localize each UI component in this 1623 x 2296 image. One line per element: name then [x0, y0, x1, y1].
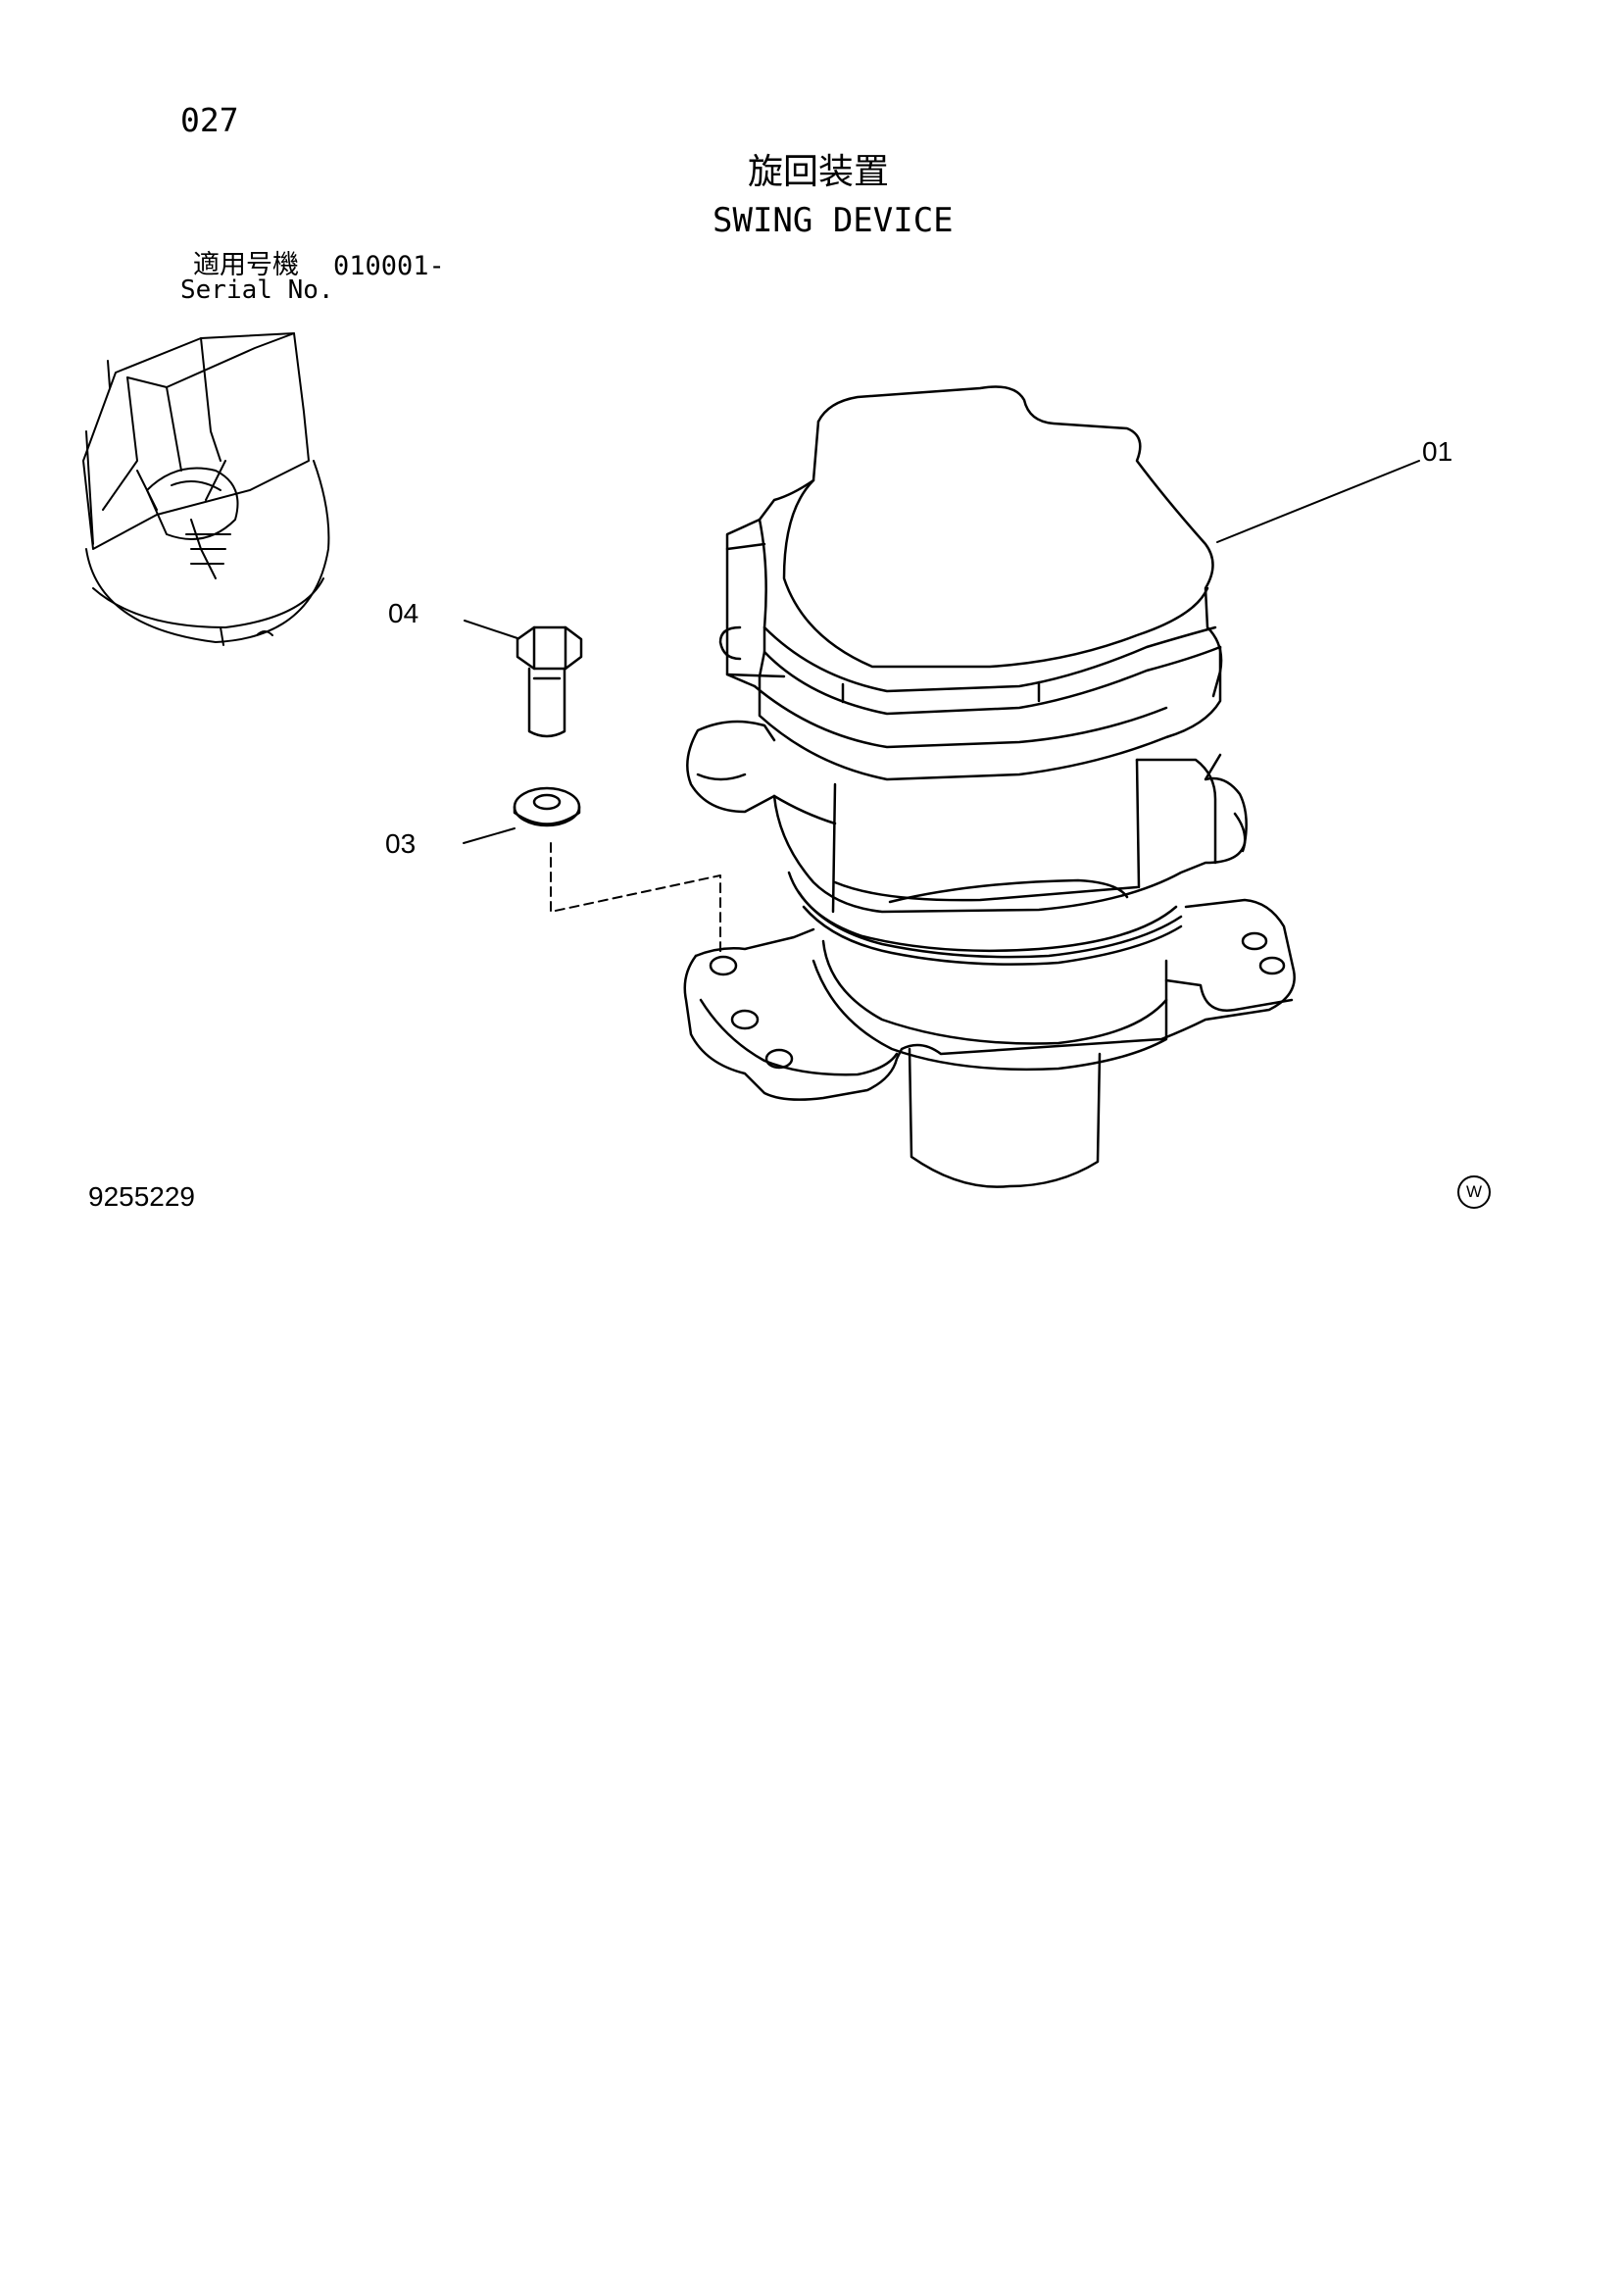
- w-circle-mark: W: [1457, 1175, 1491, 1209]
- callout-01: 01: [1422, 436, 1453, 467]
- callout-04: 04: [388, 598, 419, 628]
- serial-label-english: Serial No.: [180, 275, 334, 305]
- part-03-washer: [513, 786, 581, 827]
- serial-value: 010001-: [333, 251, 445, 281]
- serial-label-japanese: 適用号機: [193, 250, 299, 280]
- document-number: 9255229: [88, 1181, 196, 1212]
- leader-04: [464, 620, 518, 639]
- part-04-bolt: [516, 625, 583, 738]
- title-english: SWING DEVICE: [713, 201, 954, 240]
- machine-locator-illustration: [82, 332, 330, 646]
- callout-03: 03: [385, 828, 417, 859]
- part-01-swing-device: [683, 385, 1296, 1188]
- title-japanese: 旋回装置: [748, 152, 890, 192]
- page-number: 027: [180, 101, 239, 139]
- leader-03: [463, 827, 516, 844]
- mounting-dashed-line: [550, 842, 721, 957]
- leader-01: [1216, 460, 1420, 543]
